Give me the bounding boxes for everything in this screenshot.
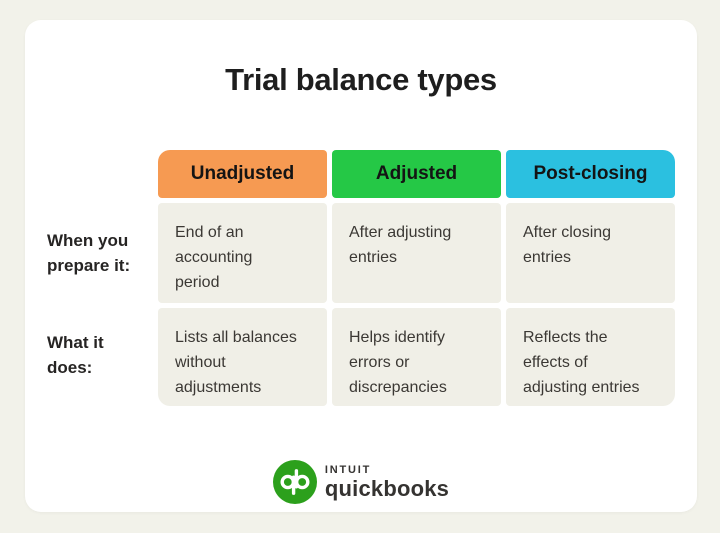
row-label-what-it-does: What it does: — [47, 333, 104, 377]
row-label-when-you-prepare-it: When you prepare it: — [47, 231, 131, 275]
column-header-unadjusted: Unadjusted — [158, 150, 327, 198]
column-header-adjusted: Adjusted — [332, 150, 501, 198]
intuit-wordmark: INTUIT — [324, 463, 372, 476]
trial-balance-table: Unadjusted Adjusted Post-closing End of … — [158, 150, 675, 406]
table-cell-post-closing-when: After closing entries — [506, 203, 675, 303]
table-cell-unadjusted-when: End of an accounting period — [158, 203, 327, 303]
table-cell-post-closing-what: Reflects the effects of adjusting entrie… — [506, 308, 675, 406]
intuit-quickbooks-logo: INTUIT quickbooks — [25, 460, 697, 504]
content-card: Trial balance types When you prepare it:… — [25, 20, 697, 512]
page-title: Trial balance types — [225, 62, 497, 97]
table-cell-adjusted-when: After adjusting entries — [332, 203, 501, 303]
brand-wordmark: INTUIT quickbooks — [325, 464, 449, 501]
table-cell-unadjusted-what: Lists all balances without adjustments — [158, 308, 327, 406]
quickbooks-wordmark: quickbooks — [324, 475, 450, 501]
quickbooks-circle-icon — [272, 460, 317, 504]
table-cell-adjusted-what: Helps identify errors or discrepancies — [332, 308, 501, 406]
column-header-post-closing: Post-closing — [506, 150, 675, 198]
